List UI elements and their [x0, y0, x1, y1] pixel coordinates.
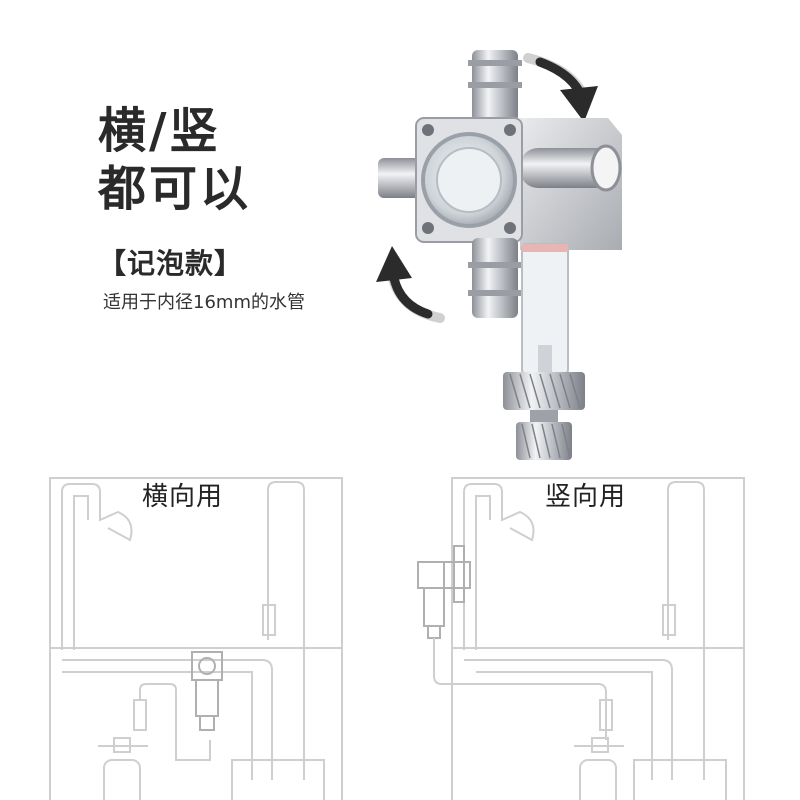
headline-line-2: 都可以: [98, 161, 252, 217]
vertical-use-label: 竖向用: [545, 482, 627, 512]
headline-line-1: 横/竖: [98, 103, 221, 159]
bubble-counter-product: [378, 50, 622, 460]
headline: 横/竖 都可以: [98, 102, 251, 218]
horizontal-use-diagram: [49, 477, 343, 800]
rotate-arrow-bottom-icon: [376, 246, 445, 323]
variant-label: 【记泡款】: [98, 247, 244, 280]
size-note: 适用于内径16mm的水管: [103, 292, 305, 313]
rotate-arrow-top-icon: [523, 53, 598, 122]
horizontal-use-label: 横向用: [142, 482, 224, 512]
vertical-use-diagram: [417, 477, 745, 800]
